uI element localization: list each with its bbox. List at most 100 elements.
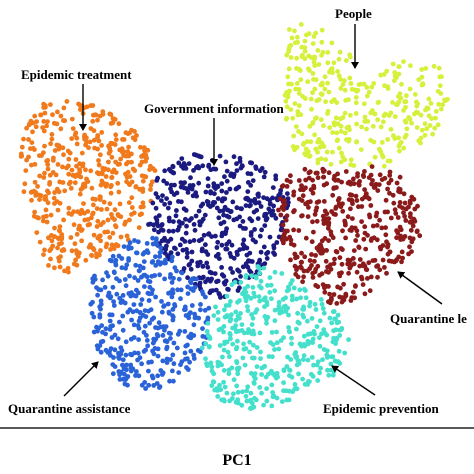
data-point-people bbox=[403, 132, 409, 138]
data-point-epidemic-treatment bbox=[87, 222, 92, 227]
data-point-epidemic-prevention bbox=[243, 274, 249, 280]
data-point-epidemic-treatment bbox=[32, 113, 38, 119]
data-point-quarantine-le bbox=[309, 239, 315, 245]
data-point-epidemic-treatment bbox=[112, 207, 118, 213]
data-point-epidemic-prevention bbox=[311, 362, 316, 368]
data-point-epidemic-prevention bbox=[225, 349, 231, 355]
data-point-quarantine-le bbox=[345, 261, 351, 267]
data-point-epidemic-prevention bbox=[252, 294, 258, 299]
data-point-epidemic-prevention bbox=[302, 286, 307, 292]
data-point-epidemic-prevention bbox=[204, 329, 210, 334]
data-point-people bbox=[283, 116, 289, 122]
data-point-epidemic-treatment bbox=[107, 235, 113, 240]
data-point-epidemic-prevention bbox=[311, 329, 317, 334]
data-point-government-information bbox=[229, 242, 235, 248]
data-point-people bbox=[284, 104, 290, 110]
data-point-epidemic-prevention bbox=[312, 301, 318, 307]
data-point-quarantine-le bbox=[299, 198, 305, 204]
data-point-quarantine-assistance bbox=[135, 239, 141, 245]
data-point-epidemic-treatment bbox=[113, 137, 119, 143]
data-point-government-information bbox=[214, 245, 220, 250]
data-point-epidemic-prevention bbox=[296, 320, 302, 326]
data-point-government-information bbox=[160, 193, 165, 199]
data-point-quarantine-assistance bbox=[188, 286, 194, 292]
data-point-people bbox=[436, 65, 442, 71]
data-point-quarantine-assistance bbox=[134, 287, 139, 293]
data-point-epidemic-treatment bbox=[44, 123, 49, 129]
data-point-epidemic-prevention bbox=[294, 296, 299, 302]
data-point-government-information bbox=[188, 175, 193, 181]
data-point-epidemic-treatment bbox=[22, 181, 28, 187]
data-point-epidemic-prevention bbox=[268, 282, 274, 288]
data-point-epidemic-prevention bbox=[300, 312, 306, 318]
data-point-government-information bbox=[249, 160, 255, 166]
data-point-epidemic-treatment bbox=[33, 124, 39, 130]
data-point-quarantine-le bbox=[356, 245, 362, 251]
data-point-epidemic-prevention bbox=[244, 388, 250, 394]
data-point-government-information bbox=[227, 251, 233, 256]
data-point-people bbox=[387, 158, 393, 164]
data-point-government-information bbox=[191, 152, 197, 157]
data-point-epidemic-treatment bbox=[24, 125, 29, 131]
data-point-people bbox=[312, 132, 317, 138]
data-point-quarantine-le bbox=[351, 248, 357, 254]
data-point-quarantine-assistance bbox=[113, 260, 118, 266]
data-point-epidemic-treatment bbox=[78, 174, 84, 180]
data-point-quarantine-le bbox=[397, 174, 403, 180]
data-point-people bbox=[327, 69, 332, 75]
data-point-quarantine-le bbox=[293, 271, 299, 277]
data-point-quarantine-assistance bbox=[128, 336, 134, 342]
data-point-quarantine-le bbox=[387, 169, 393, 175]
data-point-quarantine-le bbox=[331, 211, 337, 217]
data-point-people bbox=[327, 125, 333, 130]
data-point-epidemic-prevention bbox=[247, 349, 253, 355]
data-point-government-information bbox=[205, 264, 211, 270]
data-point-quarantine-le bbox=[417, 233, 423, 239]
data-point-government-information bbox=[179, 236, 185, 242]
data-point-epidemic-treatment bbox=[96, 158, 101, 163]
data-point-epidemic-prevention bbox=[250, 285, 256, 290]
data-point-quarantine-assistance bbox=[163, 260, 168, 266]
data-point-epidemic-treatment bbox=[79, 238, 84, 244]
data-point-epidemic-treatment bbox=[33, 193, 39, 198]
data-point-epidemic-treatment bbox=[79, 103, 85, 109]
data-point-epidemic-prevention bbox=[313, 307, 319, 312]
data-point-quarantine-le bbox=[322, 289, 328, 295]
epidemic-prevention-arrow bbox=[331, 365, 376, 396]
data-point-people bbox=[354, 139, 359, 145]
data-point-quarantine-le bbox=[292, 251, 298, 257]
data-point-epidemic-treatment bbox=[113, 170, 119, 176]
data-point-government-information bbox=[249, 218, 255, 224]
data-point-epidemic-prevention bbox=[305, 341, 311, 347]
data-point-quarantine-le bbox=[329, 295, 334, 301]
data-point-epidemic-prevention bbox=[210, 379, 216, 385]
data-point-quarantine-assistance bbox=[139, 297, 145, 302]
data-point-epidemic-prevention bbox=[257, 330, 263, 336]
data-point-people bbox=[354, 89, 359, 94]
data-point-epidemic-prevention bbox=[272, 347, 277, 352]
data-point-epidemic-treatment bbox=[52, 148, 58, 153]
data-point-quarantine-le bbox=[379, 177, 385, 183]
data-point-epidemic-prevention bbox=[317, 343, 323, 349]
data-point-epidemic-prevention bbox=[288, 357, 294, 362]
data-point-epidemic-prevention bbox=[286, 287, 292, 292]
data-point-quarantine-le bbox=[369, 164, 375, 170]
data-point-quarantine-assistance bbox=[127, 240, 133, 246]
data-point-quarantine-assistance bbox=[139, 274, 144, 280]
data-point-epidemic-prevention bbox=[252, 371, 258, 377]
data-point-quarantine-assistance bbox=[155, 353, 161, 359]
data-point-quarantine-assistance bbox=[155, 373, 161, 379]
data-point-government-information bbox=[181, 206, 187, 212]
data-point-people bbox=[318, 91, 324, 97]
data-point-epidemic-prevention bbox=[253, 376, 258, 381]
data-point-epidemic-prevention bbox=[266, 354, 272, 359]
data-point-government-information bbox=[221, 212, 227, 218]
data-point-government-information bbox=[251, 199, 257, 204]
data-point-people bbox=[364, 126, 369, 132]
data-point-quarantine-le bbox=[321, 168, 327, 174]
data-point-quarantine-le bbox=[345, 180, 351, 186]
data-point-quarantine-assistance bbox=[170, 368, 175, 374]
data-point-epidemic-prevention bbox=[307, 303, 312, 309]
data-point-government-information bbox=[146, 222, 151, 227]
data-point-epidemic-treatment bbox=[57, 200, 63, 206]
